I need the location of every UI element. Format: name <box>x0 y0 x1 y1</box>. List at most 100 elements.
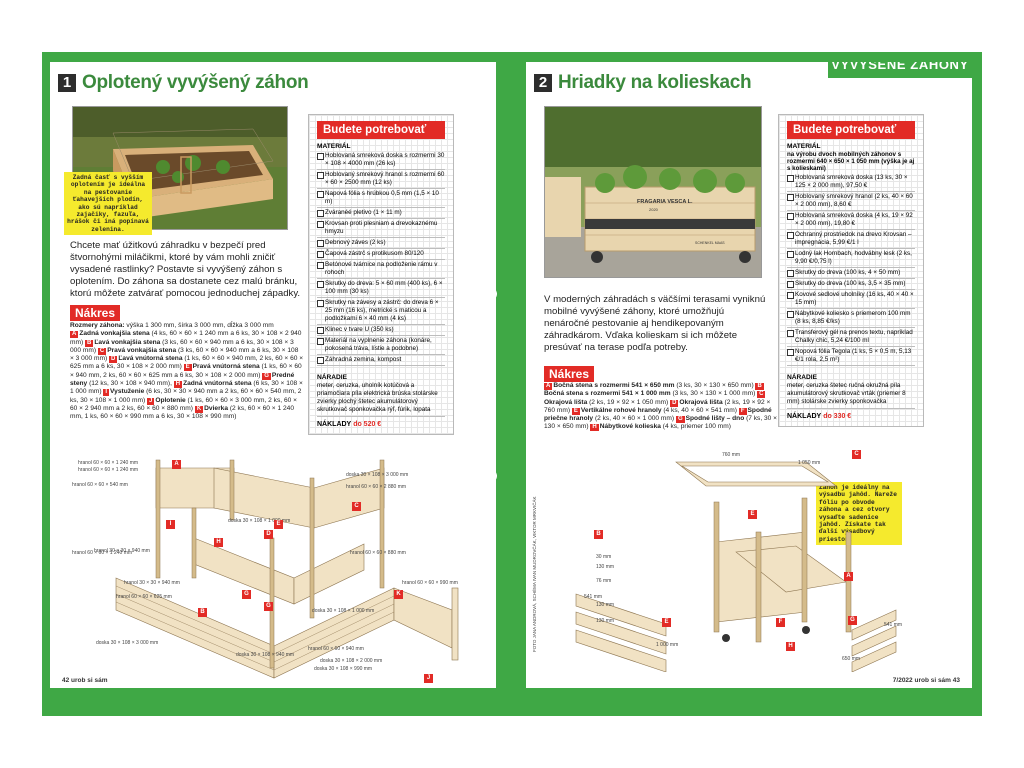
left-tip-note: Zadná časť s vyšším oplotením je ideálna… <box>64 172 152 236</box>
dimension-label: hranol 60 × 60 × 1 240 mm <box>72 550 133 556</box>
part-dimensions: (1 ks, 60 × 60 × 940 mm, 2 ks, 60 × 60 ×… <box>70 363 302 379</box>
dimension-label: doska 30 × 108 × 3 000 mm <box>96 640 159 646</box>
diagram-part-tag: H <box>786 642 795 651</box>
part-name: Pravá vonkajšia stena <box>107 346 177 354</box>
diagram-part-tag: C <box>352 502 361 511</box>
part-letter: G <box>675 416 685 424</box>
part-letter: A <box>544 383 553 390</box>
left-section-title: 1 Oplotený vyvýšený záhon <box>58 72 309 94</box>
dimension-label: doska 30 × 108 × 2 000 mm <box>320 658 383 664</box>
page-title: Hriadky na kolieskach <box>558 72 752 93</box>
diagram-part-tag: G <box>848 616 857 625</box>
part-letter: B <box>85 339 94 347</box>
photo-sign-year: 2020 <box>649 207 658 212</box>
diagram-part-tag: G <box>242 590 251 599</box>
material-item: Betónové tvárnice na podloženie rámu v r… <box>317 260 445 279</box>
material-item: Záhradná zemina, kompost <box>317 355 445 366</box>
part-letter: D <box>109 356 118 364</box>
part-dimensions: (3 ks, 30 × 130 × 650 mm) <box>674 382 756 389</box>
material-list: Hoblovaná smreková doska s rozmermi 30 ×… <box>317 151 445 366</box>
material-item: Hoblovaná smreková doska s rozmermi 30 ×… <box>317 151 445 170</box>
diagram-part-tag: D <box>264 530 273 539</box>
material-item: Debnový záves (2 ks) <box>317 238 445 249</box>
part-letter: E <box>183 364 192 372</box>
material-subheading: na výrobu dvoch mobilných záhonov s rozm… <box>787 151 915 172</box>
part-dimensions: (2 ks, 60 × 60 × 1 240 mm, 1 ks, 60 × 60… <box>70 404 294 421</box>
part-name: Spodné priečne hranoly <box>544 406 772 423</box>
part-dimensions: (6 ks, 30 × 108 × 1 000 mm) <box>70 380 303 396</box>
material-item: Hoblovaná smreková doska (13 ks, 30 × 12… <box>787 173 915 192</box>
part-dimensions: (2 ks, 19 × 92 × 1 050 mm) <box>587 398 671 406</box>
dimension-label: doska 30 × 108 × 940 mm <box>236 652 295 658</box>
right-section-title: 2 Hriadky na kolieskach <box>534 72 752 94</box>
dimension-label: 650 mm <box>842 656 861 662</box>
left-construction-diagram <box>115 459 459 679</box>
diagram-part-tag: C <box>852 450 861 459</box>
mobile-bed-photo: FRAGARIA VESCA L. 2020 SCHENKEL MAAS <box>544 106 762 278</box>
dimension-label: doska 30 × 108 × 1 000 mm <box>312 608 375 614</box>
section-number: 1 <box>58 74 76 92</box>
part-dimensions: (2 ks, 40 × 60 × 1 000 mm) <box>593 415 676 423</box>
dimension-label: doska 30 × 108 × 3 000 mm <box>346 472 409 478</box>
page-title: Oplotený vyvýšený záhon <box>82 72 309 93</box>
part-name: Ľavá vonkajšia stena <box>94 338 161 346</box>
part-name: Predné steny <box>70 371 295 388</box>
dimension-label: hranol 30 × 30 × 940 mm <box>94 548 150 554</box>
left-needs-box: Budete potrebovať MATERIÁL Hoblovaná smr… <box>308 114 454 435</box>
dimension-label: 130 mm <box>596 602 615 608</box>
material-item: Skrutky do dreva: 5 × 60 mm (400 ks), 6 … <box>317 279 445 298</box>
part-dimensions: (7 ks, 30 × 130 × 650 mm) <box>544 415 778 431</box>
material-item: Hoblovaný smrekový hranol (2 ks, 40 × 60… <box>787 192 915 211</box>
part-dimensions: (6 ks, 30 × 30 × 940 mm a 2 ks, 60 × 60 … <box>70 388 302 404</box>
part-dimensions: (2 ks, 19 × 92 × 760 mm) <box>544 398 771 414</box>
part-name: Nábytkové kolieska <box>599 423 661 431</box>
diagram-part-tag: K <box>394 590 403 599</box>
dimension-label: hranol 60 × 60 × 1 240 mm <box>78 467 139 473</box>
right-construction-diagram <box>575 461 897 672</box>
material-item: Nopová fólia Tegola (1 ks, 5 × 0,5 m, 5,… <box>787 347 915 366</box>
part-letter: F <box>738 407 747 415</box>
material-item: Hoblovaná smreková doska (4 ks, 19 × 92 … <box>787 211 915 230</box>
part-name: Okrajová lišta <box>544 398 588 406</box>
dimension-label: 1 050 mm <box>798 460 821 466</box>
part-name: Bočná stena s rozmermi 541 × 1 000 mm <box>544 390 671 398</box>
dimensions-value: výška 1 300 mm, šírka 3 000 mm, dĺžka 3 … <box>124 322 274 329</box>
part-name: Bočná stena s rozmermi 541 × 650 mm <box>553 382 675 389</box>
dimension-label: 130 mm <box>596 618 615 624</box>
dimension-label: hranol 60 × 60 × 880 mm <box>350 550 406 556</box>
dimension-label: hranol 60 × 60 × 540 mm <box>72 482 128 488</box>
part-letter: G <box>262 372 271 380</box>
diagram-part-tag: F <box>776 618 785 627</box>
diagram-part-tag: E <box>662 618 671 627</box>
section-banner: VYVÝŠENÉ ZÁHONY <box>822 62 972 78</box>
material-item: Krovsan proti plesniam a drevokaznému hm… <box>317 219 445 238</box>
photo-sign-brand: SCHENKEL MAAS <box>695 241 725 245</box>
part-dimensions: (3 ks, 30 × 130 × 1 000 mm) <box>670 390 758 398</box>
part-name: Vertikálne rohové hranoly <box>580 406 662 414</box>
part-letter: E <box>571 407 580 415</box>
part-letter: A <box>70 331 79 339</box>
needs-heading: Budete potrebovať <box>317 121 445 139</box>
diagram-part-tag: E <box>748 510 757 519</box>
dimension-label: hranol 60 × 60 × 940 mm <box>308 646 364 652</box>
left-nakres-heading: Nákres <box>70 305 121 321</box>
part-dimensions: (1 ks, 60 × 60 × 3 000 mm, 2 ks, 60 × 60… <box>70 396 297 412</box>
mobile-bed-illustration <box>545 107 761 277</box>
left-parts-list: Rozmery záhona: výška 1 300 mm, šírka 3 … <box>70 322 304 422</box>
material-item: Čapová zástrč s protikusom 80/120 <box>317 249 445 260</box>
diagram-part-tag: I <box>166 520 175 529</box>
cost-value: do 520 € <box>353 421 382 428</box>
part-name: Okrajová lišta <box>679 398 723 406</box>
part-name: Vystuženie <box>110 388 145 396</box>
diagram-part-tag: H <box>214 538 223 547</box>
dimensions-label: Rozmery záhona: <box>70 322 125 329</box>
part-dimensions: (3 ks, 60 × 60 × 940 mm a 6 ks, 30 × 108… <box>70 338 294 354</box>
page-gutter <box>504 52 518 716</box>
cost-value: do 330 € <box>823 413 852 420</box>
part-letter: J <box>146 397 155 405</box>
left-page: 1 Oplotený vyvýšený záhon <box>50 62 496 688</box>
material-heading: MATERIÁL <box>317 143 351 150</box>
